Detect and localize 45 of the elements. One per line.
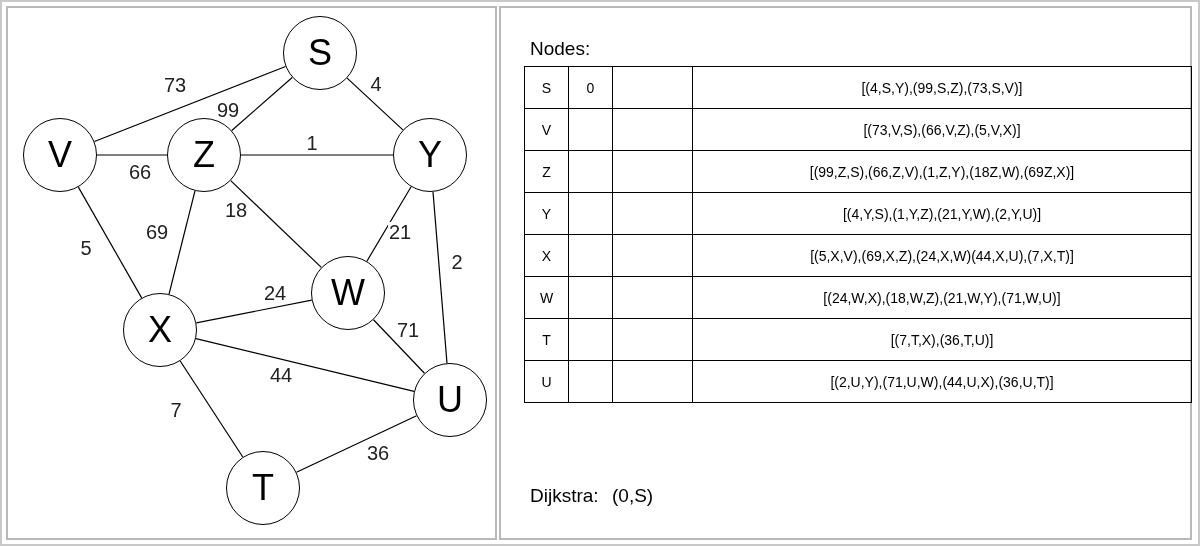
vertex-name: S [541, 79, 552, 96]
edge-list-text: [(2,U,Y),(71,U,W),(44,U,X),(36,U,T)] [830, 373, 1054, 390]
edge-line [346, 77, 404, 131]
edge-weight-label: 99 [216, 100, 241, 120]
edge-list-text: [(5,X,V),(69,X,Z),(24,X,W)(44,X,U),(7,X,T)] [810, 247, 1074, 264]
vertex-name: Y [541, 205, 552, 222]
edge-weight-label: 24 [263, 283, 288, 303]
vertex-name: U [541, 373, 552, 390]
edge-line [195, 299, 313, 324]
table-heading: Nodes: [530, 38, 591, 60]
distance-value: 0 [586, 79, 595, 96]
edge-line [432, 191, 448, 364]
edge-line [179, 360, 244, 458]
vertex-name: W [539, 289, 554, 306]
edge-weight-label: 73 [163, 75, 188, 95]
edge-list-text: [(73,V,S),(66,V,Z),(5,V,X)] [863, 121, 1021, 138]
edge-weight-label: 36 [366, 443, 391, 463]
edge-line [295, 415, 418, 473]
edge-line [96, 154, 168, 156]
vertex-name: V [541, 121, 552, 138]
vertex-name: T [542, 331, 551, 348]
edge-weight-label: 69 [145, 222, 170, 242]
edge-list-text: [(4,Y,S),(1,Y,Z),(21,Y,W),(2,Y,U)] [842, 205, 1042, 222]
edge-weight-label: 66 [128, 162, 153, 182]
edge-line [240, 154, 394, 156]
edge-weight-label: 44 [269, 365, 294, 385]
edge-list-text: [(99,Z,S),(66,Z,V),(1,Z,Y),(18Z,W),(69Z,X)] [809, 163, 1075, 180]
edge-weight-label: 21 [388, 222, 413, 242]
edge-line [77, 186, 143, 299]
edge-line [230, 180, 322, 268]
edge-line [195, 338, 415, 392]
edge-line [366, 186, 412, 262]
edge-line [93, 65, 287, 143]
edge-line [372, 319, 426, 374]
edge-weight-label: 18 [224, 200, 249, 220]
edge-list-text: [(24,W,X),(18,W,Z),(21,W,Y),(71,W,U)] [823, 289, 1061, 306]
dijkstra-label: Dijkstra: [530, 485, 599, 507]
edge-list-text: [(7,T,X),(36,T,U)] [890, 331, 994, 348]
dijkstra-value: (0,S) [612, 485, 654, 507]
edge-list-text: [(4,S,Y),(99,S,Z),(73,S,V)] [861, 79, 1023, 96]
edge-weight-label: 71 [396, 320, 421, 340]
vertex-name: X [541, 247, 552, 264]
edge-line [231, 76, 293, 132]
vertex-name: Z [542, 163, 551, 180]
edge-line [168, 190, 196, 295]
